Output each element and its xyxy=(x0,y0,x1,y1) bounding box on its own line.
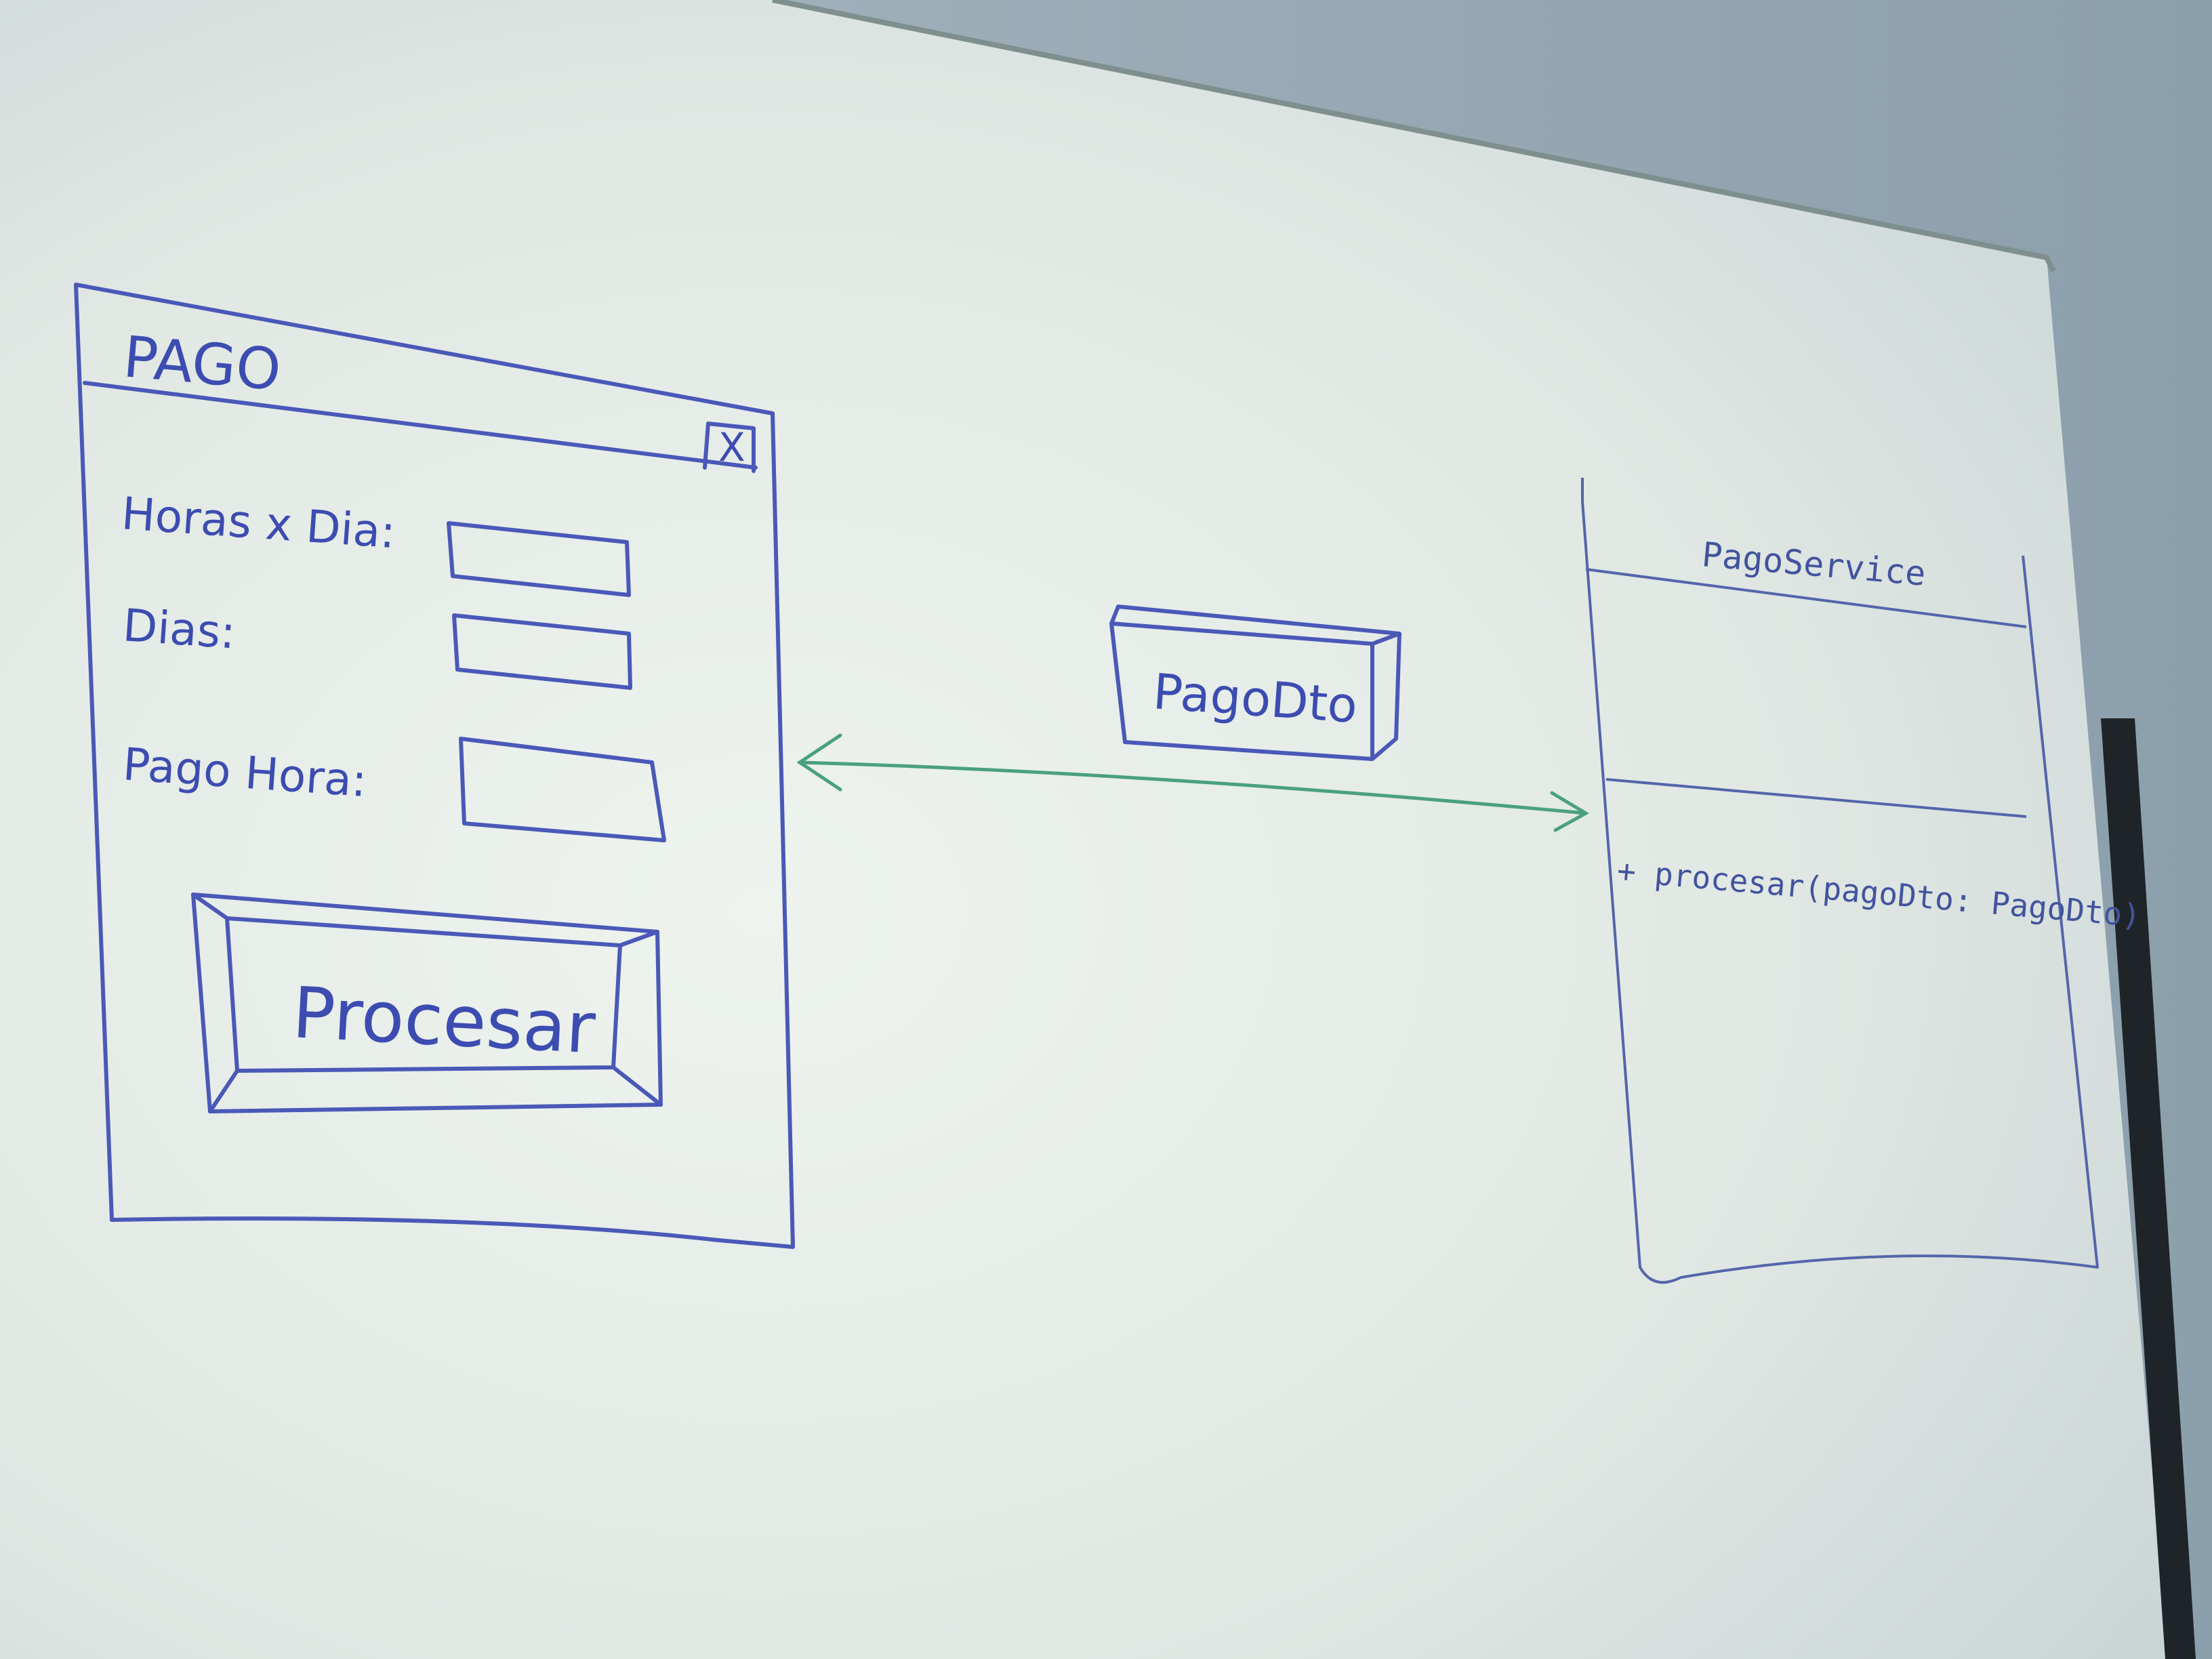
class-name-divider xyxy=(1585,568,2027,628)
window-title: PAGO xyxy=(121,323,283,403)
pago-dto-box xyxy=(1109,605,1401,761)
close-button-label[interactable]: X xyxy=(718,424,745,470)
dto-box-top xyxy=(1109,605,1401,646)
class-attributes-divider xyxy=(1605,778,2027,818)
window-frame xyxy=(74,283,795,1249)
whiteboard-side-rail xyxy=(2101,718,2196,1659)
bidirectional-arrow xyxy=(796,733,1589,832)
horas-x-dia-input-box[interactable] xyxy=(447,521,631,597)
dto-box-side xyxy=(1371,633,1401,761)
pago-window-sketch xyxy=(74,283,795,1249)
pago-hora-input-box[interactable] xyxy=(459,737,666,842)
arrow-shaft xyxy=(798,760,1588,815)
whiteboard-frame-edge xyxy=(772,0,2056,272)
procesar-button-label[interactable]: Procesar xyxy=(291,971,598,1069)
dias-input-box[interactable] xyxy=(452,613,632,690)
pago-service-class xyxy=(1581,478,2099,1284)
class-box-frame xyxy=(1581,478,2099,1284)
window-title-divider xyxy=(83,381,758,470)
arrow-head-left xyxy=(796,733,842,792)
close-box[interactable] xyxy=(703,422,756,473)
procesar-button-bevel xyxy=(191,893,663,1113)
dias-label: Dias: xyxy=(121,599,237,659)
arrow-head-right xyxy=(1550,791,1589,832)
